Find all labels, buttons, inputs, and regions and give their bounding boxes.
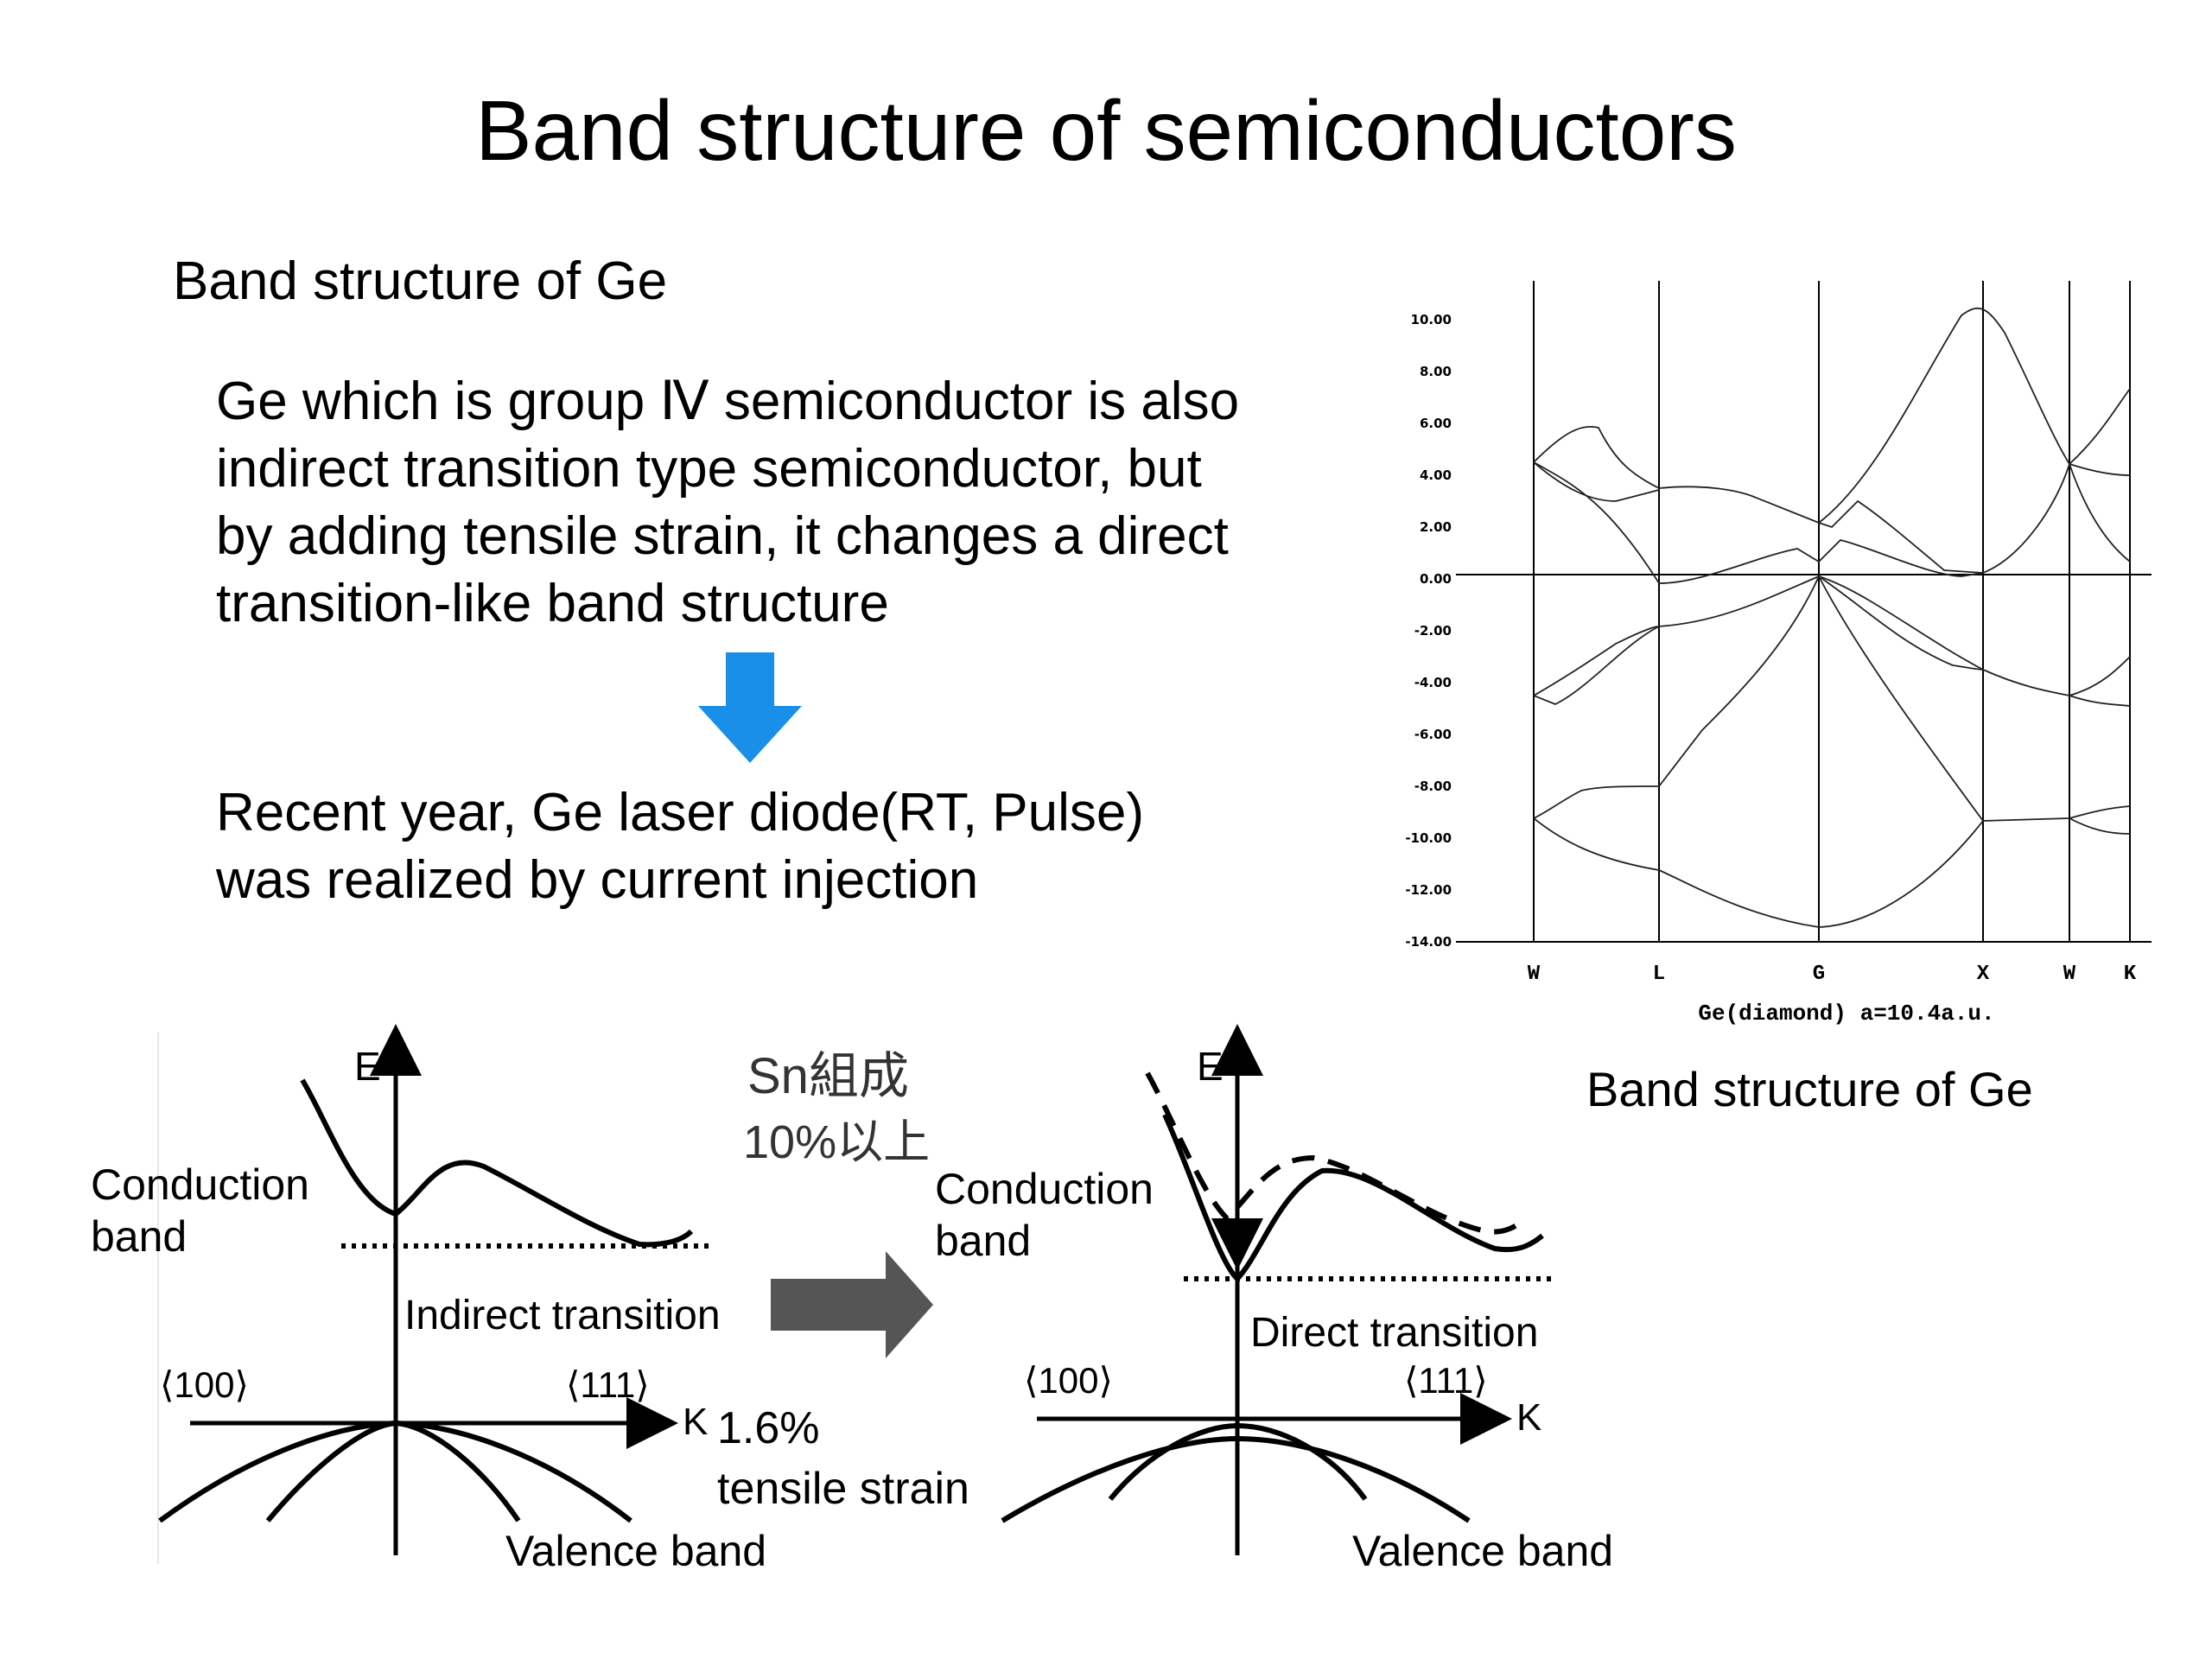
y-tick-label: 2.00 xyxy=(1420,519,1452,535)
valence-band-heavy-curve xyxy=(1001,1435,1471,1523)
band-curve xyxy=(1818,575,1984,822)
y-tick-label: 8.00 xyxy=(1420,364,1452,379)
sn-composition-label: Sn組成 xyxy=(747,1048,909,1104)
direction-111-label: ⟨111⟩ xyxy=(1404,1360,1488,1401)
band-curve xyxy=(1533,461,1660,502)
conduction-band-curve xyxy=(300,1078,694,1248)
band-curves xyxy=(1533,307,2131,928)
band-curve xyxy=(2069,817,2131,835)
y-tick-label: -8.00 xyxy=(1414,779,1452,794)
direction-111-label: ⟨111⟩ xyxy=(566,1364,650,1405)
band-curve xyxy=(1533,461,2070,584)
transition-label: Direct transition xyxy=(1250,1310,1538,1356)
result-paragraph: Recent year, Ge laser diode(RT, Pulse) w… xyxy=(216,779,1144,914)
y-tick-label: 4.00 xyxy=(1420,467,1452,483)
valence-band-label: Valence band xyxy=(505,1527,766,1575)
y-tick-labels: 10.00 8.00 6.00 4.00 2.00 0.00 -2.00 -4.… xyxy=(1405,312,1452,950)
k-point-label: K xyxy=(2124,963,2137,986)
right-arrow-icon xyxy=(771,1251,933,1358)
strain-band-diagram: E K ⟨100⟩ ⟨111⟩ Conduction band Indirect… xyxy=(91,1024,1613,1575)
left-band-panel: E K ⟨100⟩ ⟨111⟩ Conduction band Indirect… xyxy=(91,1024,766,1575)
strain-transition-group: Sn組成 10%以上 1.6% tensile strain xyxy=(717,1048,969,1514)
k-point-label: W xyxy=(2063,963,2076,986)
band-curve xyxy=(2069,695,2131,707)
conduction-band-label: band xyxy=(935,1217,1031,1265)
conduction-band-label: band xyxy=(91,1212,187,1261)
band-curve xyxy=(1818,575,1984,671)
k-point-label: L xyxy=(1653,963,1665,986)
y-tick-label: 0.00 xyxy=(1420,571,1452,587)
paragraph-line: transition-like band structure xyxy=(216,574,889,633)
valence-band-light-curve xyxy=(265,1420,521,1522)
section-subtitle: Band structure of Ge xyxy=(173,251,668,311)
k-point-label: G xyxy=(1813,963,1825,986)
conduction-band-label: Conduction xyxy=(91,1160,309,1209)
sn-composition-label: 10%以上 xyxy=(743,1116,930,1168)
band-curve xyxy=(1533,575,1820,696)
band-curve xyxy=(1982,805,2131,822)
transition-label: Indirect transition xyxy=(404,1293,721,1338)
band-curve xyxy=(1533,575,1820,819)
direction-100-label: ⟨100⟩ xyxy=(160,1364,249,1405)
band-curve xyxy=(1533,425,1820,524)
chart-frame xyxy=(1456,281,2152,943)
y-tick-label: -14.00 xyxy=(1405,934,1452,950)
band-curve xyxy=(1818,307,2131,524)
band-curve xyxy=(1818,575,2131,696)
conduction-band-dashed-curve xyxy=(1145,1071,1528,1235)
y-tick-label: -4.00 xyxy=(1414,675,1452,690)
strain-label: tensile strain xyxy=(717,1464,969,1514)
band-chart-caption: Band structure of Ge xyxy=(1586,1062,2033,1116)
y-tick-label: -6.00 xyxy=(1414,727,1452,742)
slide-title: Band structure of semiconductors xyxy=(475,83,1737,178)
energy-axis-label: E xyxy=(1197,1044,1224,1089)
y-tick-label: -12.00 xyxy=(1405,882,1452,898)
band-curve xyxy=(2069,463,2131,563)
direction-100-label: ⟨100⟩ xyxy=(1024,1360,1113,1401)
chart-footer-label: Ge(diamond) a=10.4a.u. xyxy=(1698,1001,1994,1027)
y-tick-label: -2.00 xyxy=(1414,623,1452,639)
paragraph-line: by adding tensile strain, it changes a d… xyxy=(216,506,1229,566)
paragraph-line: indirect transition type semiconductor, … xyxy=(216,439,1202,499)
valence-band-label: Valence band xyxy=(1352,1527,1613,1575)
band-curve xyxy=(1533,626,1660,705)
valence-band-light-curve xyxy=(1108,1422,1368,1501)
band-curve xyxy=(1818,499,1984,574)
y-tick-label: -10.00 xyxy=(1405,830,1452,846)
band-structure-chart: 10.00 8.00 6.00 4.00 2.00 0.00 -2.00 -4.… xyxy=(1405,281,2152,1027)
y-tick-label: 10.00 xyxy=(1411,312,1452,327)
k-point-label: X xyxy=(1977,963,1990,986)
down-arrow-icon xyxy=(698,652,802,763)
k-axis-label: K xyxy=(683,1401,708,1443)
paragraph-line: Recent year, Ge laser diode(RT, Pulse) xyxy=(216,783,1145,842)
conduction-band-label: Conduction xyxy=(935,1165,1154,1213)
y-tick-label: 6.00 xyxy=(1420,416,1452,431)
band-curve xyxy=(2069,463,2131,476)
paragraph-line: Ge which is group Ⅳ semiconductor is als… xyxy=(216,372,1240,431)
k-point-label: W xyxy=(1528,963,1541,986)
conduction-band-curve xyxy=(1162,1113,1544,1283)
strain-label: 1.6% xyxy=(717,1403,820,1453)
k-axis-label: K xyxy=(1516,1396,1541,1439)
band-curve xyxy=(1533,817,1984,928)
k-point-labels: W L G X W K xyxy=(1528,963,2137,986)
paragraph-line: was realized by current injection xyxy=(216,850,979,910)
energy-axis-label: E xyxy=(354,1044,381,1089)
description-paragraph: Ge which is group Ⅳ semiconductor is als… xyxy=(216,368,1239,638)
right-band-panel: E K ⟨100⟩ ⟨111⟩ Conduction band Direct t… xyxy=(935,1024,1613,1575)
